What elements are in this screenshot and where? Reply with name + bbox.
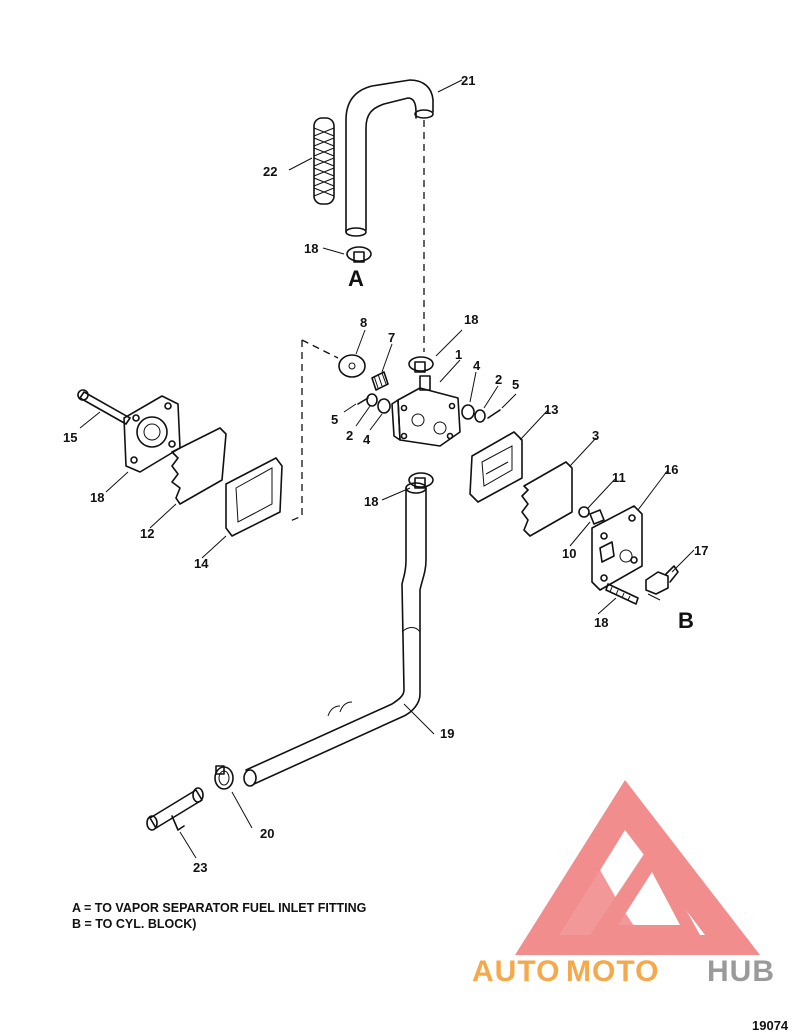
callout-21: 19	[440, 726, 454, 741]
callout-12: 14	[194, 556, 209, 571]
part-18-hose-clamp-upper	[346, 246, 372, 263]
callout-23: 23	[193, 860, 207, 875]
callout-9: 11	[612, 470, 626, 485]
part-16-screw	[605, 583, 639, 605]
watermark-triangle-mark	[515, 780, 760, 955]
callout-16: 18	[594, 615, 608, 630]
callout-3: 3	[592, 428, 599, 443]
leader-lines	[79, 79, 695, 859]
callout-18-upper: 18	[304, 241, 318, 256]
legend-line-b: B = TO CYL. BLOCK)	[72, 917, 196, 931]
connection-letter-a: A	[348, 266, 364, 291]
part-8-spring	[589, 509, 605, 525]
figure-number: 19074	[752, 1018, 789, 1033]
part-20-filter-screen	[313, 117, 335, 205]
part-1-fuel-pump-body	[391, 375, 461, 447]
part-2-washer-right	[474, 409, 486, 423]
connection-letter-b: B	[678, 608, 694, 633]
legend: A = TO VAPOR SEPARATOR FUEL INLET FITTIN…	[72, 901, 366, 931]
callout-8: 10	[562, 546, 576, 561]
callout-4-right: 4	[473, 358, 481, 373]
part-17-cover-plate	[123, 395, 181, 473]
part-13-screw	[77, 389, 131, 425]
part-9-check-valve	[578, 506, 590, 518]
callout-13: 15	[63, 430, 77, 445]
callout-7: 8	[360, 315, 367, 330]
part-15-elbow-fitting	[645, 565, 679, 595]
watermark-brand-hub: HUB	[707, 955, 775, 988]
part-18-hose-clamp-top	[408, 356, 434, 373]
callout-19: 21	[461, 73, 475, 88]
part-6-spring	[371, 371, 389, 391]
callout-22: 20	[260, 826, 274, 841]
watermark-brand-moto: MOTO	[566, 955, 659, 988]
callout-5-left: 5	[331, 412, 338, 427]
callout-2-right: 2	[495, 372, 502, 387]
callout-5-right: 5	[512, 377, 519, 392]
callout-10: 12	[140, 526, 154, 541]
callout-15: 17	[694, 543, 708, 558]
callout-20: 22	[263, 164, 277, 179]
part-22-hose-clamp	[214, 765, 234, 790]
callout-11: 13	[544, 402, 558, 417]
watermark-logo: AUTO MOTO HUB	[472, 780, 775, 988]
callout-1: 1	[455, 347, 462, 362]
callout-14: 16	[664, 462, 678, 477]
part-21-lower-hose	[243, 482, 427, 787]
callout-17: 18	[90, 490, 104, 505]
part-23-tee-fitting	[146, 787, 204, 831]
callout-6: 7	[388, 330, 395, 345]
part-11-gasket	[469, 431, 523, 503]
part-12-gasket	[225, 457, 283, 537]
legend-line-a: A = TO VAPOR SEPARATOR FUEL INLET FITTIN…	[72, 901, 366, 915]
part-18-hose-clamp-lower	[408, 472, 434, 489]
part-4-oring-left	[377, 398, 391, 414]
callout-labels: 21 22 18 8 7 18 1 4 2 5 5 2 4 18 13 3 11…	[63, 73, 708, 875]
callout-18-top: 18	[464, 312, 478, 327]
part-7-check-valve-disc	[338, 354, 366, 378]
part-19-upper-hose	[345, 79, 434, 237]
callout-18-lower: 18	[364, 494, 378, 509]
callout-2-left: 2	[346, 428, 353, 443]
part-2-washer-left	[366, 393, 378, 407]
watermark-brand-auto: AUTO	[472, 955, 560, 988]
part-4-oring-right	[461, 404, 475, 420]
part-14-pump-cover	[591, 505, 643, 591]
part-3-diaphragm	[521, 461, 573, 537]
callout-4-left: 4	[363, 432, 371, 447]
part-10-diaphragm	[171, 427, 227, 505]
part-5-screw-right	[487, 409, 501, 419]
